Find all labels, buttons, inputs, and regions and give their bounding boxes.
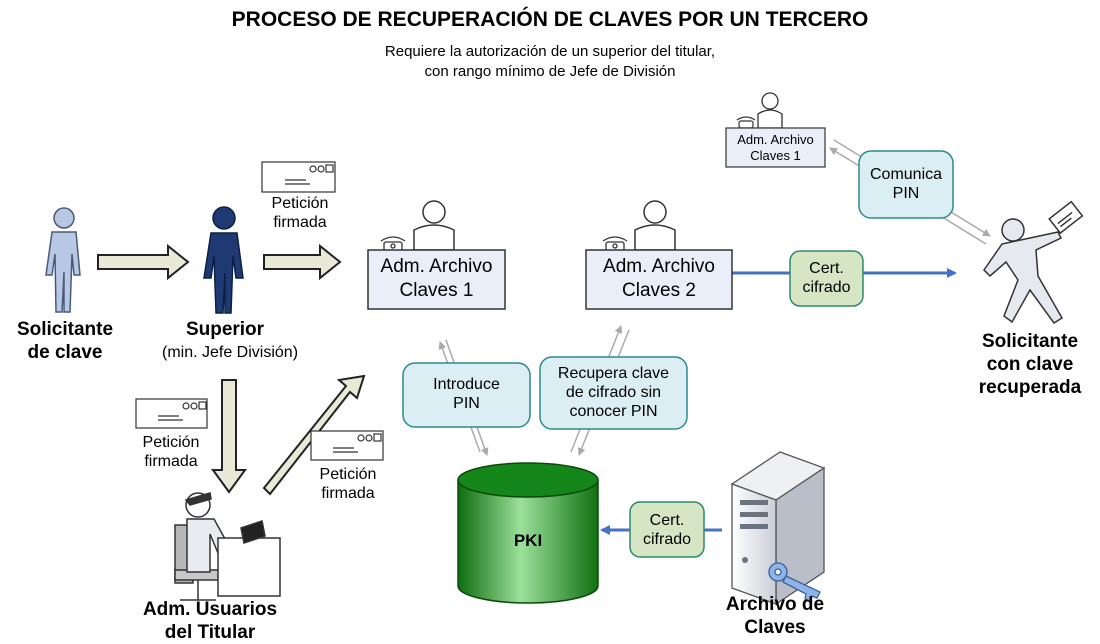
pki-cylinder-icon bbox=[457, 462, 599, 604]
petition-envelope-icon bbox=[135, 398, 208, 429]
page-title: PROCESO DE RECUPERACIÓN DE CLAVES POR UN… bbox=[231, 8, 869, 31]
adm1-person-icon bbox=[413, 200, 455, 251]
key-icon bbox=[768, 562, 821, 602]
pill-recupera-clave bbox=[539, 356, 688, 430]
arrow-requester-to-superior bbox=[97, 243, 190, 281]
small-adm-person-icon bbox=[757, 92, 783, 129]
superior-note: (min. Jefe División) bbox=[161, 344, 299, 361]
requester-person-icon bbox=[45, 207, 81, 313]
petition-envelope-icon bbox=[261, 161, 336, 193]
cert-cifrado-top-label: Cert.cifrado bbox=[802, 260, 851, 296]
pki-label: PKI bbox=[513, 531, 543, 550]
adm2-phone-icon bbox=[602, 236, 628, 252]
pill-introduce-pin bbox=[402, 362, 531, 428]
small-adm-box bbox=[725, 127, 826, 168]
pill-cert-cifrado-top bbox=[789, 250, 864, 307]
adm1-box bbox=[367, 249, 506, 310]
superior-person-icon bbox=[203, 206, 244, 314]
recovered-person-icon bbox=[983, 200, 1084, 325]
adm2-box bbox=[585, 249, 733, 310]
petition-envelope-icon bbox=[310, 430, 384, 461]
small-phone-icon bbox=[736, 116, 756, 129]
user-admin-icon bbox=[174, 492, 281, 601]
arrow-superior-to-useradmin bbox=[211, 379, 247, 494]
superior-label: Superior bbox=[185, 319, 265, 340]
subtitle-line-1: Requiere la autorización de un superior … bbox=[384, 43, 716, 60]
subtitle-line-2: con rango mínimo de Jefe de División bbox=[424, 63, 676, 80]
server-icon bbox=[730, 451, 826, 606]
adm2-person-icon bbox=[634, 200, 676, 251]
adm1-phone-icon bbox=[380, 236, 406, 252]
cert-cifrado-bottom-label: Cert.cifrado bbox=[642, 512, 692, 548]
pill-cert-cifrado-bottom bbox=[629, 501, 705, 558]
arrow-superior-to-adm1 bbox=[263, 243, 342, 281]
pill-comunica-pin bbox=[858, 150, 954, 219]
